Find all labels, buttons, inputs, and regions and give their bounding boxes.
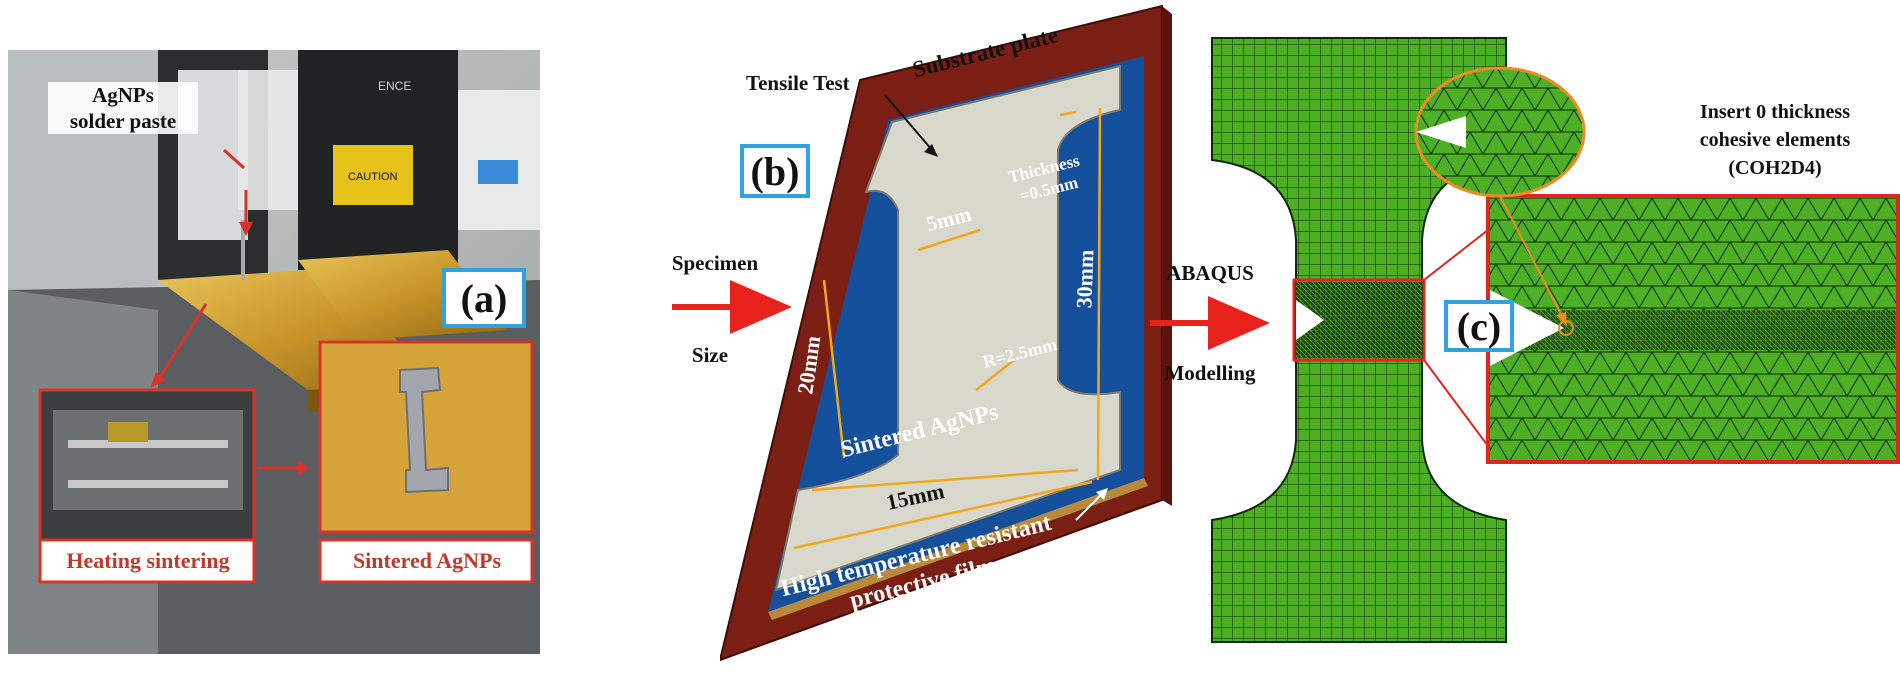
zoom-source-box <box>1292 278 1426 362</box>
dim-30mm: 30mm <box>1071 249 1099 309</box>
sintered-caption: Sintered AgNPs <box>324 542 530 580</box>
arrow-1-bottom-label: Size <box>691 343 729 367</box>
specimen-shape <box>774 64 1121 592</box>
panel-b-label: (b) <box>740 144 810 198</box>
paste-label-line1: AgNPs <box>92 83 154 107</box>
panel-b: (b) Tensile Test Substrate plate Thickne… <box>720 0 1190 680</box>
arrow-2-bottom-label: Modelling <box>1164 361 1256 385</box>
arrow-2-top-label: ABAQUS <box>1166 261 1254 285</box>
tensile-test-label: Tensile Test <box>746 71 850 95</box>
paste-label: AgNPs solder paste <box>48 82 198 134</box>
insert-note-line1: Insert 0 thickness <box>1699 101 1850 123</box>
device-brand-text: ENCE <box>378 79 411 93</box>
insert-note-line2: cohesive elements <box>1699 129 1851 151</box>
arrow-1-top-label: Specimen <box>671 251 759 275</box>
panel-a-label: (a) <box>442 268 526 328</box>
insert-note-line3: (COH2D4) <box>1728 157 1822 179</box>
arrow-specimen-size: Specimen Size <box>660 250 800 370</box>
panel-c-label: (c) <box>1444 300 1514 352</box>
specimen-sketch <box>720 4 1172 662</box>
panel-c: (c) Insert 0 thickness cohesive elements… <box>1210 0 1900 680</box>
panel-a: CAUTION ENCE AgNPs solder paste <box>8 50 540 654</box>
device-caution-text: CAUTION <box>348 171 398 183</box>
fe-mesh <box>1211 37 1900 643</box>
heating-caption: Heating sintering <box>44 542 252 580</box>
paste-label-line2: solder paste <box>69 109 177 133</box>
arrow-abaqus-modelling: ABAQUS Modelling <box>1150 260 1280 390</box>
insert-note: Insert 0 thickness cohesive elements (CO… <box>1662 98 1888 182</box>
